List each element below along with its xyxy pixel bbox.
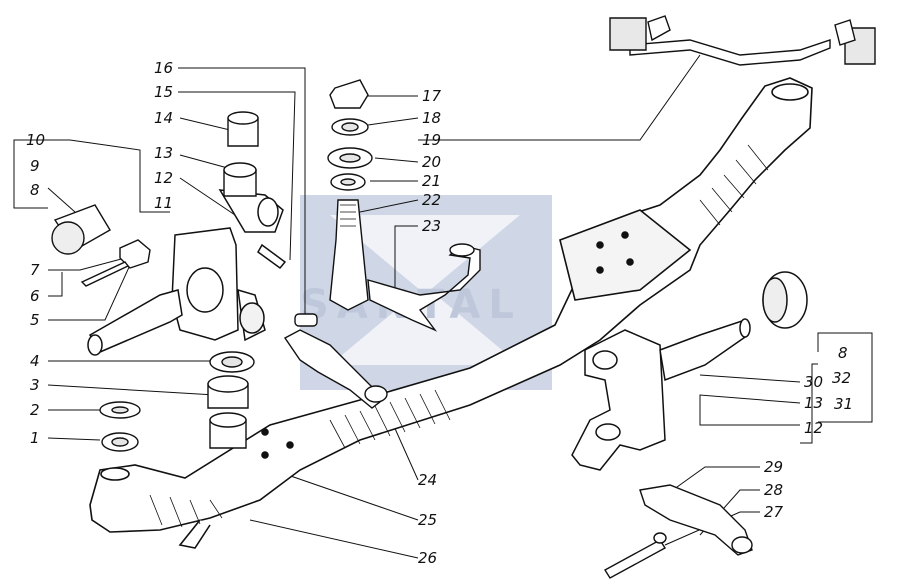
callout-28: 28	[764, 481, 784, 499]
callout-23: 23	[422, 217, 442, 235]
callout-3: 3	[30, 376, 40, 394]
callout-11: 11	[154, 194, 174, 212]
callout-4: 4	[30, 352, 40, 370]
callout-13a: 13	[154, 144, 174, 162]
callout-16: 16	[154, 59, 174, 77]
callout-20: 20	[422, 153, 442, 171]
callout-8a: 8	[30, 181, 40, 199]
left-knuckle	[88, 190, 285, 355]
callout-25: 25	[418, 511, 438, 529]
callout-31: 31	[834, 395, 854, 413]
callout-15: 15	[154, 83, 174, 101]
callout-9: 9	[30, 157, 40, 175]
callout-18: 18	[422, 109, 442, 127]
callout-24: 24	[418, 471, 438, 489]
right-steering-arm	[605, 485, 752, 578]
callout-30: 30	[804, 373, 824, 391]
callout-7: 7	[30, 261, 40, 279]
axle-beam	[90, 78, 812, 548]
right-knuckle	[572, 272, 807, 470]
callout-13b: 13	[804, 394, 824, 412]
callout-32: 32	[832, 369, 852, 387]
callout-12b: 12	[804, 419, 824, 437]
callout-27: 27	[764, 503, 784, 521]
left-small-parts	[52, 112, 317, 451]
callout-1: 1	[30, 429, 40, 447]
callout-10: 10	[26, 131, 46, 149]
tie-rod	[610, 16, 875, 65]
callout-5: 5	[30, 311, 40, 329]
callout-29: 29	[764, 458, 784, 476]
callout-8b: 8	[838, 344, 848, 362]
callout-6: 6	[30, 287, 40, 305]
lever-arm	[285, 330, 387, 408]
callout-14: 14	[154, 109, 174, 127]
callout-2: 2	[30, 401, 40, 419]
beam-hatching	[149, 144, 769, 528]
callout-21: 21	[422, 172, 442, 190]
callout-19: 19	[422, 131, 442, 149]
kingpin-stack	[328, 80, 372, 310]
callout-26: 26	[418, 549, 438, 567]
callout-22: 22	[422, 191, 442, 209]
callout-12a: 12	[154, 169, 174, 187]
callout-17: 17	[422, 87, 442, 105]
steering-arm-left	[368, 244, 480, 330]
